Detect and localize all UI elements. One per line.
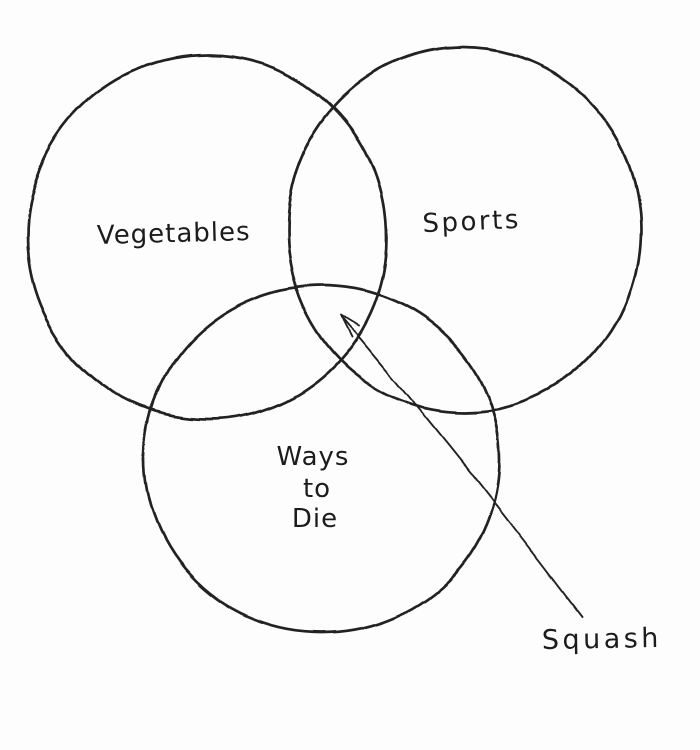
venn-circles-group	[25, 46, 643, 635]
ways-to-die-label-line2: to	[303, 474, 331, 504]
ways-to-die-circle	[142, 283, 502, 635]
sports-label: Sports	[422, 205, 522, 239]
squash-label: Squash	[542, 623, 663, 656]
squash-arrow	[340, 313, 583, 617]
ways-to-die-label: Ways to Die	[277, 442, 350, 534]
ways-to-die-label-line1: Ways	[277, 442, 350, 472]
ways-to-die-label-line3: Die	[292, 504, 338, 534]
sports-circle	[285, 46, 643, 414]
vegetables-circle	[25, 53, 389, 421]
squash-arrow-line	[341, 315, 583, 617]
squash-arrowhead-icon	[340, 313, 360, 337]
vegetables-label: Vegetables	[97, 217, 251, 251]
